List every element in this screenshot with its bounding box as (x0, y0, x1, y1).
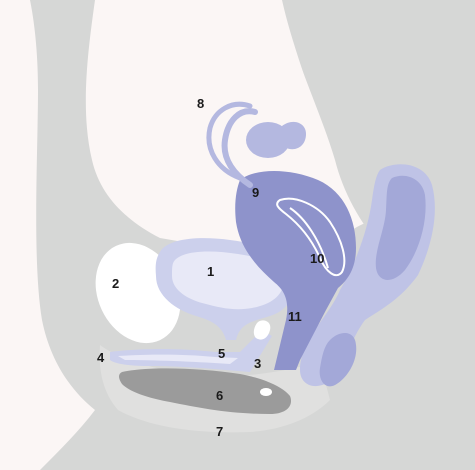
label-bladder: 1 (207, 264, 214, 279)
anus-detail (260, 388, 272, 396)
label-clitoris: 4 (97, 350, 105, 365)
label-uterine-cavity: 10 (310, 251, 324, 266)
label-cervix: 11 (288, 309, 302, 324)
label-uterus: 9 (252, 185, 259, 200)
label-urethra: 5 (218, 346, 225, 361)
label-vagina: 3 (254, 356, 261, 371)
label-perineum: 6 (216, 388, 223, 403)
label-pubic-bone: 2 (112, 276, 119, 291)
label-ovary-fallopian-tube: 8 (197, 96, 204, 111)
label-anus: 7 (216, 424, 223, 439)
